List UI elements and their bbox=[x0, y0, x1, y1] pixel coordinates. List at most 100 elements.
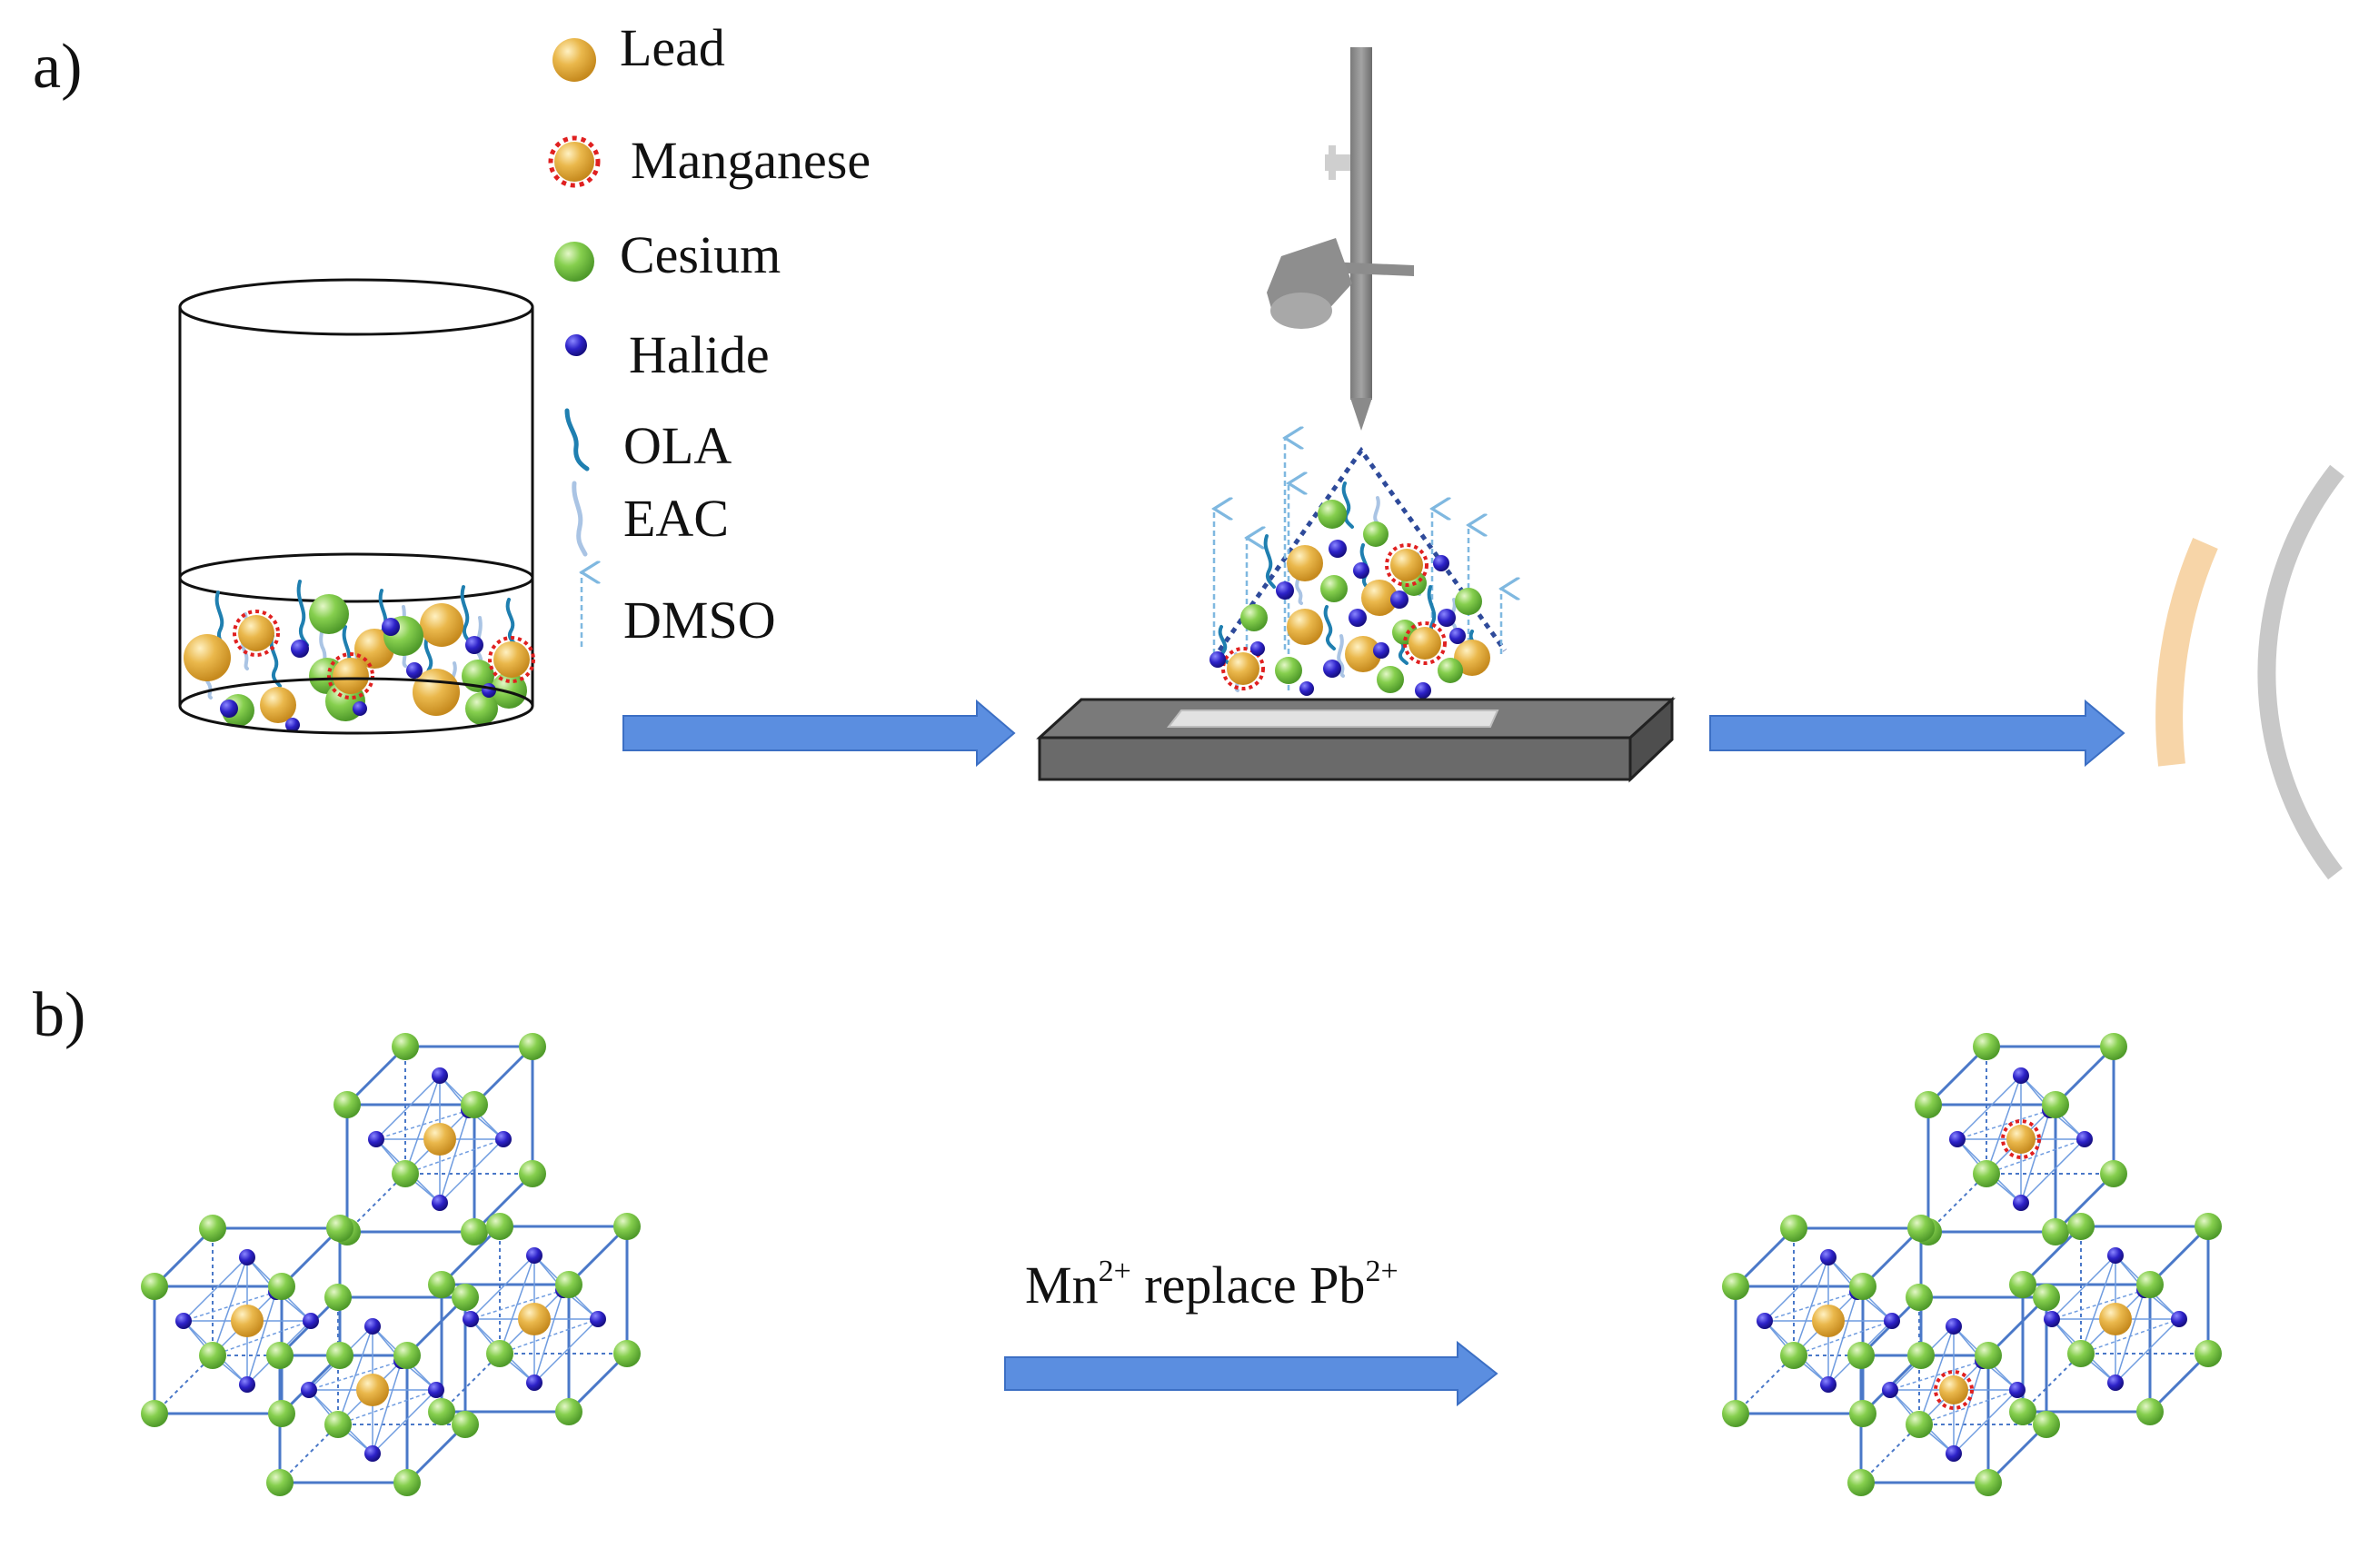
lattice-edge bbox=[154, 1355, 214, 1414]
halide-dot bbox=[2107, 1374, 2124, 1391]
lattice-edge bbox=[441, 1353, 501, 1413]
cesium-sphere bbox=[392, 1033, 419, 1060]
halide-dot bbox=[1820, 1249, 1837, 1265]
legend-item-eac: EAC bbox=[572, 481, 729, 557]
spray-cone bbox=[1209, 438, 1505, 699]
cesium-sphere bbox=[486, 1213, 513, 1240]
halide-dot bbox=[1433, 555, 1449, 571]
cesium-sphere bbox=[2009, 1271, 2036, 1298]
halide-dot bbox=[1949, 1131, 1966, 1147]
halide-dot bbox=[1884, 1313, 1900, 1329]
cesium-sphere bbox=[2100, 1033, 2127, 1060]
flexible-film bbox=[2155, 464, 2344, 880]
halide-dot bbox=[1373, 642, 1389, 659]
legend-label-cesium: Cesium bbox=[620, 225, 781, 284]
manganese-sphere bbox=[1403, 621, 1447, 665]
legend-label-lead: Lead bbox=[620, 18, 725, 77]
cesium-sphere bbox=[2136, 1271, 2164, 1298]
halide-dot bbox=[1390, 590, 1408, 609]
cesium-sphere bbox=[486, 1340, 513, 1367]
lattice-edge bbox=[405, 1295, 467, 1357]
octahedron-edge bbox=[1986, 1075, 2022, 1175]
lattice-edge bbox=[2054, 1172, 2115, 1234]
eac-chain-icon bbox=[572, 481, 588, 557]
cesium-sphere bbox=[519, 1160, 546, 1187]
lattice-edge bbox=[280, 1226, 342, 1288]
lattice-edge bbox=[2021, 1225, 2083, 1286]
octahedron-edge bbox=[470, 1255, 535, 1320]
substitution-label: Mn2+ replace Pb2+ bbox=[1025, 1255, 1399, 1315]
cesium-sphere bbox=[428, 1398, 455, 1425]
octahedron-edge bbox=[1827, 1291, 1858, 1385]
cesium-sphere bbox=[613, 1213, 641, 1240]
cesium-sphere bbox=[326, 1342, 353, 1369]
octahedron-edge bbox=[372, 1360, 403, 1454]
lattice-edge bbox=[153, 1226, 214, 1288]
lead-sphere bbox=[356, 1374, 389, 1406]
octahedron-edge bbox=[1956, 1075, 2022, 1140]
lattice-edge bbox=[279, 1424, 339, 1484]
manganese-sphere bbox=[2001, 1119, 2041, 1159]
lead-sphere bbox=[1287, 609, 1323, 645]
spray-particles bbox=[1209, 481, 1490, 699]
halide-dot bbox=[1946, 1318, 1962, 1335]
lattice-edge bbox=[1735, 1355, 1795, 1414]
legend-item-lead: Lead bbox=[552, 18, 725, 82]
halide-dot bbox=[1323, 660, 1341, 678]
halide-dot bbox=[495, 1131, 512, 1147]
octahedron-edge bbox=[2020, 1109, 2051, 1204]
halide-dot bbox=[353, 701, 367, 716]
manganese-sphere bbox=[1221, 647, 1265, 690]
cesium-sphere bbox=[1906, 1411, 1933, 1438]
cesium-sphere bbox=[1320, 575, 1348, 602]
cesium-sphere bbox=[461, 1218, 488, 1245]
cesium-sphere-icon bbox=[554, 242, 594, 282]
halide-dot bbox=[2013, 1067, 2029, 1084]
cesium-sphere bbox=[324, 1411, 352, 1438]
cesium-sphere bbox=[309, 594, 349, 634]
cesium-sphere bbox=[1722, 1400, 1749, 1427]
octahedron-edge bbox=[375, 1075, 441, 1140]
cesium-sphere bbox=[2100, 1160, 2127, 1187]
octahedron-edge bbox=[1764, 1256, 1829, 1322]
legend-label-manganese: Manganese bbox=[631, 131, 871, 190]
lattice-edge bbox=[1927, 1173, 1987, 1233]
octahedron-edge bbox=[2051, 1289, 2145, 1320]
cesium-sphere bbox=[1780, 1342, 1807, 1369]
cesium-sphere bbox=[393, 1469, 421, 1496]
lead-sphere bbox=[231, 1305, 264, 1337]
cesium-sphere bbox=[326, 1215, 353, 1242]
cesium-sphere bbox=[1318, 500, 1347, 529]
halide-dot bbox=[368, 1131, 384, 1147]
cesium-sphere bbox=[461, 1091, 488, 1118]
lattice-edge bbox=[2022, 1353, 2082, 1413]
solution-surface bbox=[178, 552, 534, 603]
cesium-sphere bbox=[1240, 604, 1268, 631]
halide-dot bbox=[406, 662, 423, 679]
lead-sphere bbox=[184, 634, 231, 681]
octahedron-edge bbox=[1889, 1360, 1984, 1391]
cesium-sphere bbox=[1915, 1091, 1942, 1118]
lead-sphere bbox=[260, 687, 296, 723]
beaker-solution-particles bbox=[184, 580, 535, 732]
cesium-sphere bbox=[199, 1215, 226, 1242]
lead-sphere bbox=[423, 1123, 456, 1156]
lattice-edge bbox=[405, 1423, 467, 1484]
octahedron-edge bbox=[1764, 1291, 1858, 1322]
cesium-sphere bbox=[2195, 1340, 2222, 1367]
halide-dot-icon bbox=[565, 334, 587, 356]
octahedron-edge bbox=[499, 1255, 535, 1355]
lattice-edge bbox=[473, 1045, 534, 1107]
manganese-sphere bbox=[488, 636, 535, 683]
lattice-edge bbox=[567, 1352, 629, 1414]
lattice-edge bbox=[1926, 1045, 1988, 1107]
octahedron-edge bbox=[2020, 1138, 2085, 1204]
replace-text: replace Pb bbox=[1131, 1255, 1366, 1315]
ola-chain bbox=[1341, 481, 1354, 529]
cesium-sphere bbox=[1847, 1469, 1875, 1496]
mn-doped-lattice bbox=[1722, 1033, 2222, 1496]
octahedron-edge bbox=[183, 1291, 277, 1322]
legend-item-manganese: Manganese bbox=[548, 131, 871, 190]
octahedron-edge bbox=[533, 1318, 599, 1384]
legend: Lead Manganese Cesium Halide OLA EAC bbox=[548, 18, 871, 650]
